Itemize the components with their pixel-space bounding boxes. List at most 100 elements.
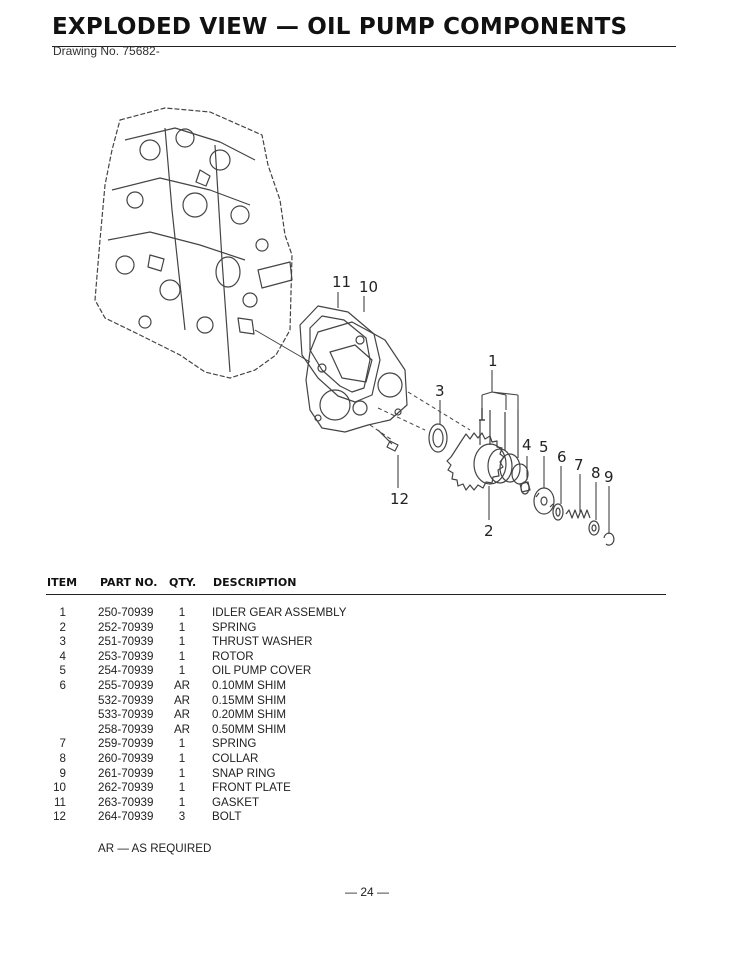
item-number: 2 xyxy=(59,620,66,634)
callout-9: 9 xyxy=(604,468,614,486)
description: OIL PUMP COVER xyxy=(212,664,312,678)
quantity: 1 xyxy=(178,620,186,634)
table-row: 9 261-70939 1 SNAP RING xyxy=(0,767,734,782)
collar-illustration xyxy=(588,520,600,536)
description: SNAP RING xyxy=(212,766,276,780)
description: THRUST WASHER xyxy=(212,635,313,649)
callout-1: 1 xyxy=(488,352,498,370)
table-row: 11 263-70939 1 GASKET xyxy=(0,796,734,811)
item-number: 9 xyxy=(59,766,66,780)
callout-12: 12 xyxy=(390,490,409,508)
item-number: 10 xyxy=(53,781,66,795)
thrust-washer-illustration xyxy=(428,423,448,453)
item-number: 5 xyxy=(59,664,66,678)
part-number: 250-70939 xyxy=(98,606,154,619)
quantity: 1 xyxy=(178,649,186,663)
quantity: AR xyxy=(173,693,191,707)
quantity: 1 xyxy=(178,635,186,649)
table-row: 10 262-70939 1 FRONT PLATE xyxy=(0,781,734,796)
description: GASKET xyxy=(212,795,260,809)
column-header-item: ITEM xyxy=(47,576,78,589)
part-number: 255-70939 xyxy=(98,678,154,692)
shim-illustration xyxy=(552,503,564,521)
part-number: 254-70939 xyxy=(98,664,154,678)
item-number: 8 xyxy=(59,751,66,765)
bolt-illustration xyxy=(377,429,399,452)
column-header-qty: QTY. xyxy=(169,576,197,589)
description: FRONT PLATE xyxy=(212,781,291,795)
table-row: 1 250-70939 1 IDLER GEAR ASSEMBLY xyxy=(0,606,734,621)
part-number: 264-70939 xyxy=(98,810,154,824)
rotor-illustration xyxy=(519,481,531,495)
item-number: 7 xyxy=(59,737,66,751)
description: SPRING xyxy=(212,737,257,751)
description: BOLT xyxy=(212,810,242,824)
item-number: 3 xyxy=(59,635,66,649)
table-row: 7 259-70939 1 SPRING xyxy=(0,737,734,752)
part-number: 259-70939 xyxy=(98,737,154,751)
part-number: 260-70939 xyxy=(98,751,154,765)
header-rule xyxy=(46,594,666,595)
description: 0.50MM SHIM xyxy=(212,722,287,736)
item-number: 6 xyxy=(59,678,66,692)
description: COLLAR xyxy=(212,751,259,765)
engine-block-illustration xyxy=(94,107,293,379)
table-row: 258-70939 AR 0.50MM SHIM xyxy=(0,723,734,738)
quantity: 1 xyxy=(178,766,186,780)
description: ROTOR xyxy=(212,649,254,663)
part-number: 263-70939 xyxy=(98,795,154,809)
part-number: 258-70939 xyxy=(98,722,154,736)
part-number: 532-70939 xyxy=(98,693,154,707)
quantity: 1 xyxy=(178,606,186,619)
description: IDLER GEAR ASSEMBLY xyxy=(212,606,347,619)
part-number: 262-70939 xyxy=(98,781,154,795)
description: 0.20MM SHIM xyxy=(212,708,287,722)
callout-10: 10 xyxy=(359,278,378,296)
oil-pump-cover-illustration xyxy=(533,487,555,515)
callout-7: 7 xyxy=(574,456,584,474)
quantity: 1 xyxy=(178,737,186,751)
quantity: 3 xyxy=(178,810,186,824)
quantity: 1 xyxy=(178,795,186,809)
quantity: 1 xyxy=(178,664,186,678)
table-row: 8 260-70939 1 COLLAR xyxy=(0,752,734,767)
table-row: 5 254-70939 1 OIL PUMP COVER xyxy=(0,664,734,679)
parts-list: 1 250-70939 1 IDLER GEAR ASSEMBLY 2 252-7093… xyxy=(0,606,734,825)
part-number: 261-70939 xyxy=(98,766,154,780)
quantity: AR xyxy=(173,678,191,692)
table-row: 3 251-70939 1 THRUST WASHER xyxy=(0,635,734,650)
page-title: EXPLODED VIEW — OIL PUMP COMPONENTS xyxy=(52,14,628,40)
spring-illustration xyxy=(565,509,591,519)
quantity: 1 xyxy=(178,781,186,795)
callout-11: 11 xyxy=(332,273,351,291)
table-row: 533-70939 AR 0.20MM SHIM xyxy=(0,708,734,723)
callout-6: 6 xyxy=(557,448,567,466)
description: 0.15MM SHIM xyxy=(212,693,287,707)
part-number: 252-70939 xyxy=(98,620,154,634)
column-header-part-no: PART NO. xyxy=(100,576,158,589)
quantity: AR xyxy=(173,722,191,736)
table-row: 6 255-70939 AR 0.10MM SHIM xyxy=(0,679,734,694)
callout-4: 4 xyxy=(522,436,532,454)
as-required-note: AR — AS REQUIRED xyxy=(98,842,212,855)
item-number: 4 xyxy=(59,649,66,663)
idler-gear-illustration xyxy=(446,408,529,491)
gasket-illustration xyxy=(299,305,381,403)
front-plate-illustration xyxy=(305,321,408,433)
drawing-number: Drawing No. 75682- xyxy=(53,44,160,58)
quantity: 1 xyxy=(178,751,186,765)
item-number: 1 xyxy=(59,606,66,619)
table-row: 532-70939 AR 0.15MM SHIM xyxy=(0,694,734,709)
item-number: 11 xyxy=(53,795,66,809)
snap-ring-illustration xyxy=(603,532,615,546)
page-number: — 24 — xyxy=(344,885,389,899)
description: 0.10MM SHIM xyxy=(212,678,287,692)
table-row: 12 264-70939 3 BOLT xyxy=(0,810,734,825)
item-number: 12 xyxy=(53,810,66,824)
quantity: AR xyxy=(173,708,191,722)
column-header-description: DESCRIPTION xyxy=(213,576,297,589)
part-number: 251-70939 xyxy=(98,635,154,649)
part-number: 533-70939 xyxy=(98,708,154,722)
